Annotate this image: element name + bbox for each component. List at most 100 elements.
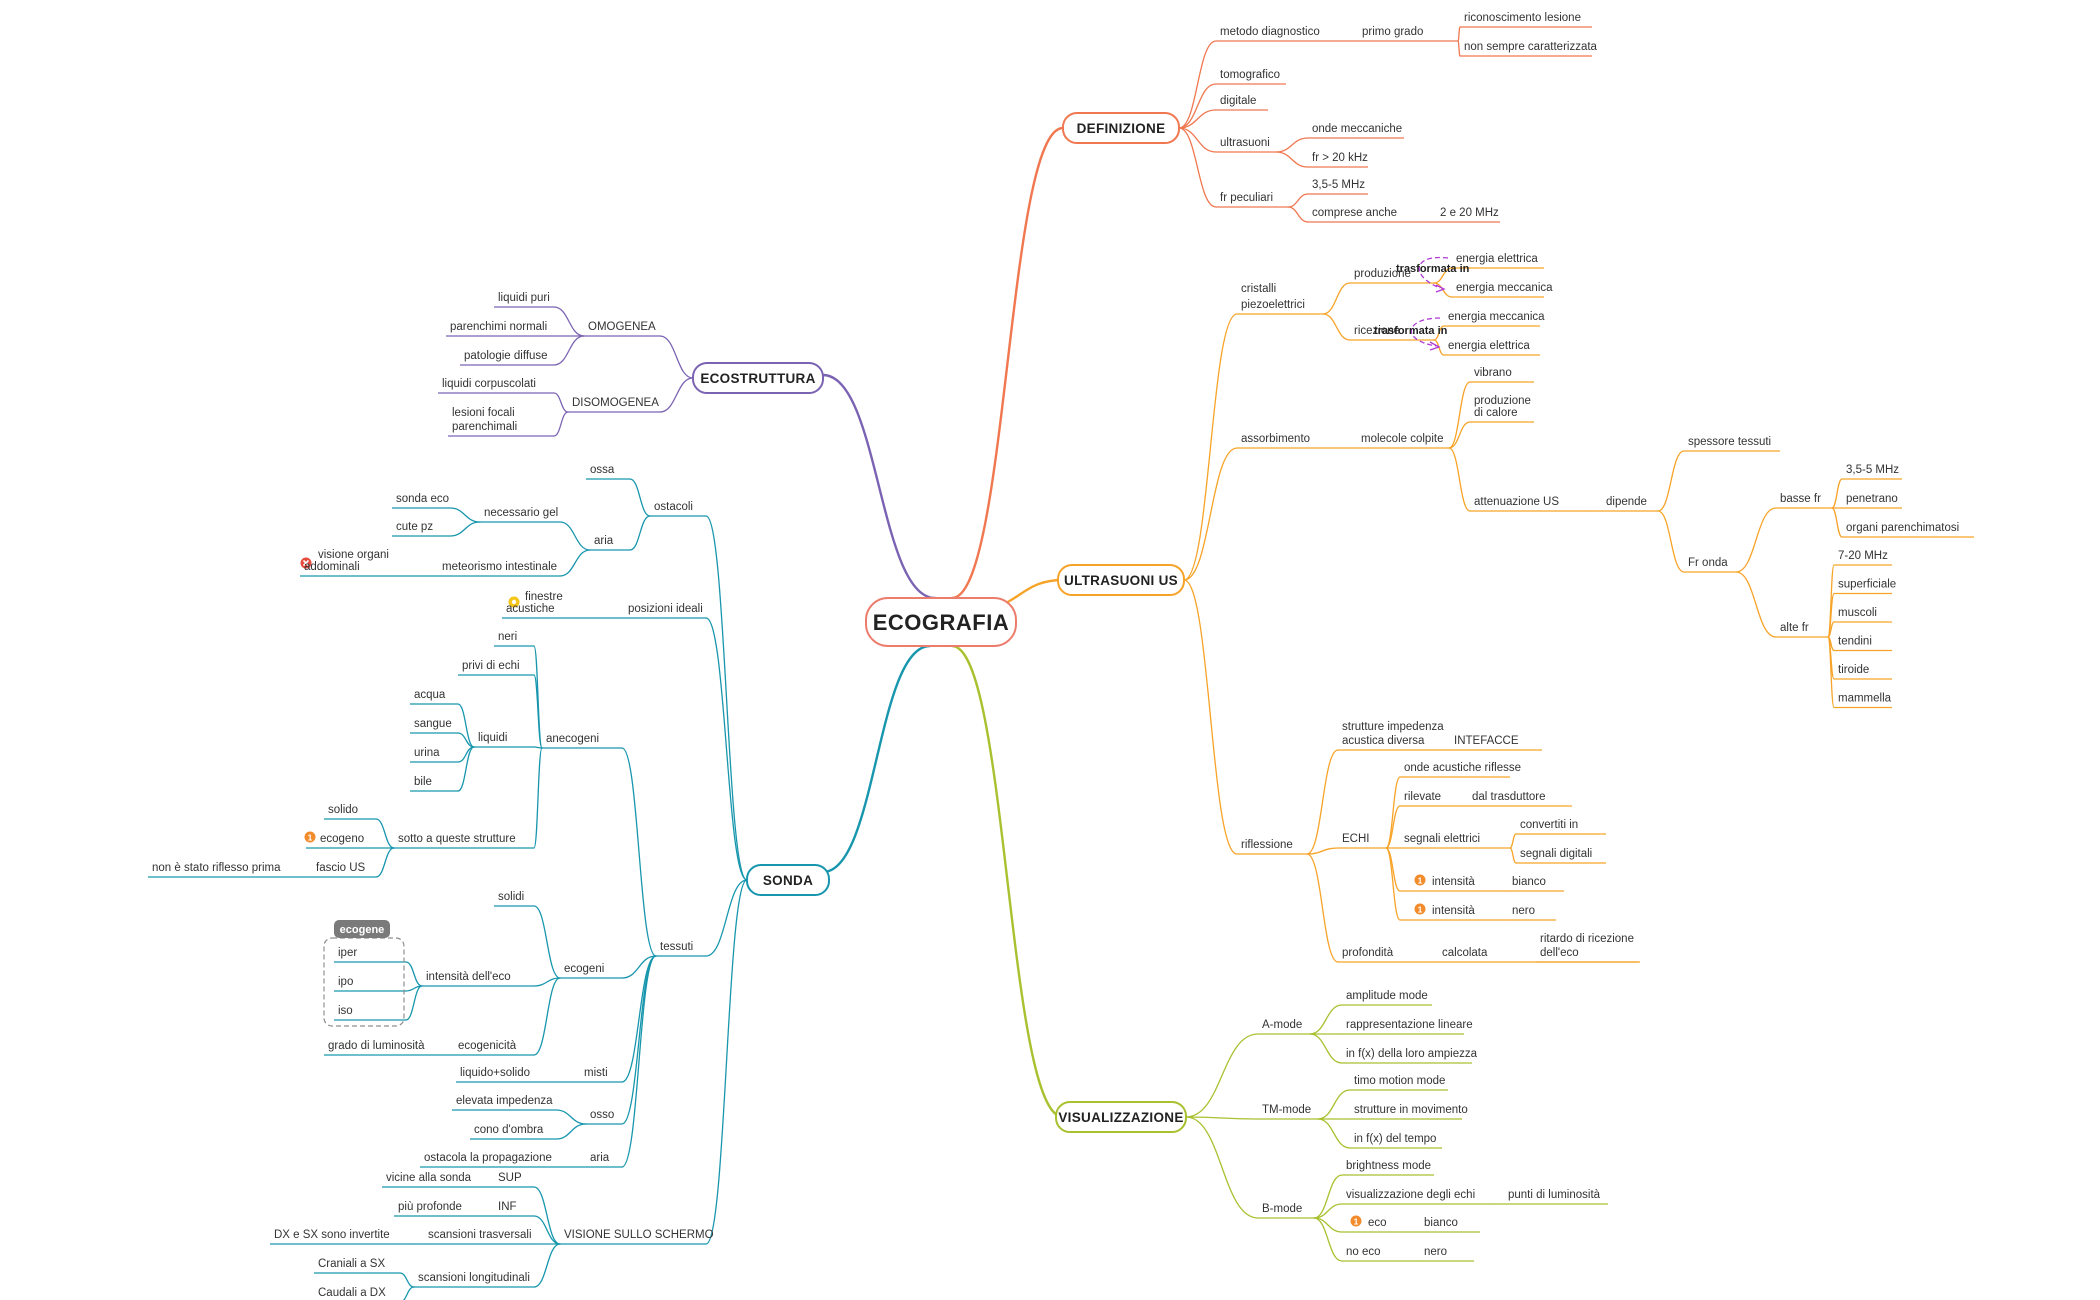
connector (533, 645, 543, 749)
topic-piezoelettrici: piezoelettrici (1241, 299, 1305, 311)
connector (1448, 447, 1471, 512)
topic-segnali-elettrici: segnali elettrici (1404, 833, 1480, 845)
topic-ostacola: ostacola la propagazione (424, 1152, 552, 1164)
connector (1275, 151, 1309, 168)
topic-ossa: ossa (590, 464, 615, 476)
connector (705, 879, 748, 957)
connector (1735, 507, 1777, 573)
topic-dal-trasduttore: dal trasduttore (1472, 791, 1546, 803)
connector (1185, 1116, 1259, 1219)
topic-sup: SUP (498, 1172, 522, 1184)
topic-ecogenicita: ecogenicità (458, 1040, 517, 1052)
branch-ultrasuoni-box[interactable] (1057, 564, 1185, 596)
topic-brightness-mode: brightness mode (1346, 1160, 1431, 1172)
topic-comprese-anche: comprese anche (1312, 207, 1397, 219)
svg-text:1: 1 (1354, 1217, 1359, 1227)
connector (629, 478, 651, 517)
connector (533, 1243, 561, 1288)
connector (1313, 1174, 1343, 1219)
connector (375, 818, 395, 849)
topic-in-fx-tempo: in f(x) del tempo (1354, 1133, 1436, 1145)
connector (621, 955, 657, 1168)
topic-fr-20khz: fr > 20 kHz (1312, 152, 1368, 164)
connector (553, 306, 585, 337)
topic-basse-3-5: 3,5-5 MHz (1846, 464, 1899, 476)
arrowhead (1429, 341, 1441, 351)
topic-organi-parenchimatosi: organi parenchimatosi (1846, 522, 1959, 534)
root-box[interactable] (865, 597, 1017, 647)
topic-profondita: profondità (1342, 947, 1394, 959)
connector (1509, 833, 1517, 849)
relation-label-1: trasformata in (1396, 263, 1470, 275)
topic-piu-profonde: più profonde (398, 1201, 462, 1213)
branch-ecostruttura-box[interactable] (692, 362, 824, 394)
topic-aria: aria (594, 535, 614, 547)
topic-tessuti: tessuti (660, 941, 693, 953)
connector (621, 747, 657, 957)
topic-frequenza-3-5: 3,5-5 MHz (1312, 179, 1365, 191)
priority-1-icon: 1 (1414, 903, 1426, 915)
topic-spessore-tessuti: spessore tessuti (1688, 436, 1771, 448)
topic-no-eco: no eco (1346, 1246, 1381, 1258)
connector (533, 905, 561, 979)
topic-fr-peculiari: fr peculiari (1220, 192, 1273, 204)
ecogene-label: ecogene (340, 924, 385, 936)
connector (1322, 313, 1351, 341)
svg-text:1: 1 (308, 833, 313, 843)
branch-visualizzazione-box[interactable] (1055, 1101, 1187, 1133)
connector (405, 961, 423, 987)
connector (533, 746, 543, 749)
connector (559, 549, 591, 577)
connector (1457, 26, 1461, 42)
topic-elevata-impedenza: elevata impedenza (456, 1095, 553, 1107)
connector (1831, 478, 1843, 509)
ecogene-boundary (323, 937, 405, 1027)
connector (1448, 421, 1471, 449)
topic-in-fx-ampiezza: in f(x) della loro ampiezza (1346, 1048, 1478, 1060)
arrowhead (1435, 284, 1446, 293)
connector (1309, 1033, 1343, 1064)
connector (1178, 40, 1217, 129)
topic-onde-riflesse: onde acustiche riflesse (1404, 762, 1521, 774)
connector (1448, 381, 1471, 449)
topic-di-calore: di calore (1474, 407, 1517, 419)
connector (555, 1123, 587, 1140)
topic-energia-meccanica-2: energia meccanica (1448, 311, 1545, 323)
topic-rappresentazione-lineare: rappresentazione lineare (1346, 1019, 1473, 1031)
topic-scansioni-longitudinali: scansioni longitudinali (418, 1272, 530, 1284)
topic-nero-1: nero (1512, 905, 1535, 917)
connector (533, 977, 561, 987)
connector (555, 1109, 587, 1125)
topic-onde-meccaniche: onde meccaniche (1312, 123, 1402, 135)
topic-frequenza-2-20: 2 e 20 MHz (1440, 207, 1499, 219)
topic-misti: misti (584, 1067, 608, 1079)
topic-cute-pz: cute pz (396, 521, 433, 533)
topic-calcolata: calcolata (1442, 947, 1488, 959)
topic-segnali-digitali: segnali digitali (1520, 848, 1592, 860)
connector (1313, 1203, 1343, 1219)
topic-tendini: tendini (1838, 636, 1872, 648)
topic-a-7-20: 7-20 MHz (1838, 550, 1888, 562)
connector (621, 955, 657, 1125)
branch-boxes (323, 112, 1187, 1133)
topic-intensita-eco: intensità dell'eco (426, 971, 511, 983)
topic-visione-organi: visione organi (318, 549, 389, 561)
connector (1287, 206, 1309, 223)
connector (399, 1272, 415, 1288)
connector (1385, 776, 1401, 849)
topic-underlines (148, 26, 1974, 1288)
connector (457, 732, 475, 748)
topic-vibrano: vibrano (1474, 367, 1512, 379)
branch-sonda-box[interactable] (746, 864, 830, 896)
connector (705, 515, 748, 881)
connector (1309, 1004, 1343, 1035)
topic-anecogeni: anecogeni (546, 733, 599, 745)
connector (1509, 847, 1517, 864)
branch-definizione-box[interactable] (1062, 112, 1180, 144)
connector (402, 1286, 415, 1300)
topic-intensita-2: intensità (1432, 905, 1475, 917)
connector (1306, 853, 1339, 963)
topic-ultrasuoni: ultrasuoni (1220, 137, 1270, 149)
topic-rilevate: rilevate (1404, 791, 1441, 803)
connector (659, 335, 694, 379)
